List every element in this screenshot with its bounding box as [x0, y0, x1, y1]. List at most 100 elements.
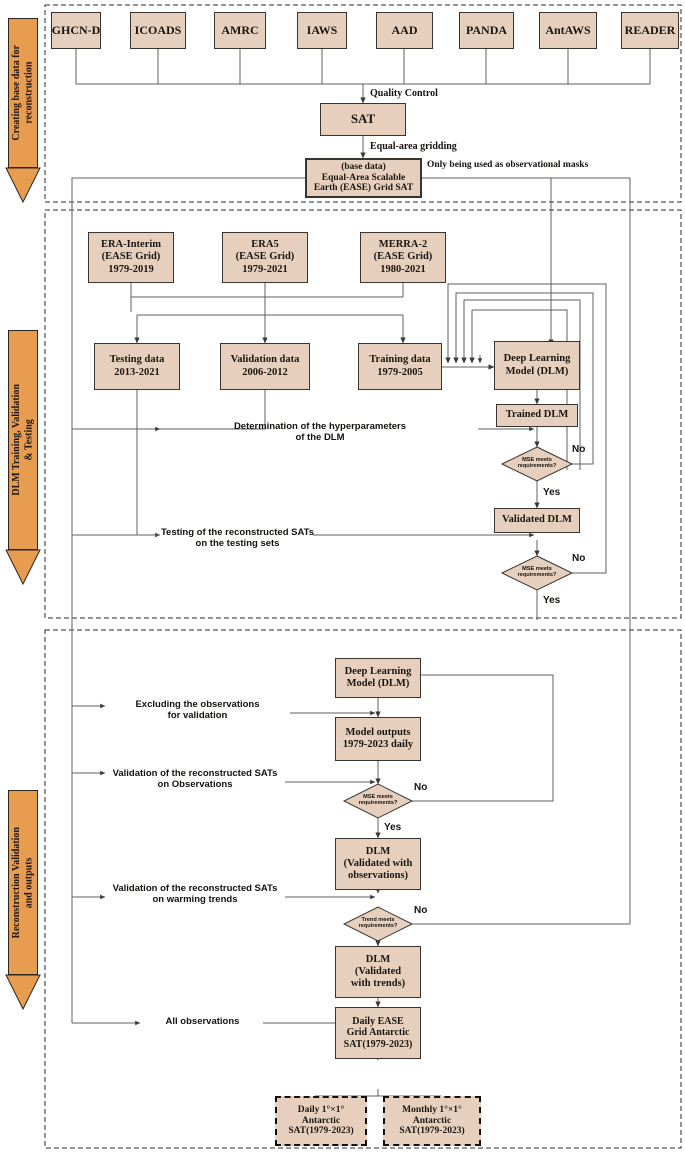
node-model-outputs[interactable]: Model outputs 1979-2023 daily: [335, 717, 421, 761]
training-data-line-1: Training data: [369, 354, 431, 366]
stage-label-1: Creating base data for reconstruction: [10, 45, 35, 141]
panel-section-2: [44, 209, 682, 619]
diamond-mse-2[interactable]: MSE meets requirements?: [502, 561, 572, 585]
panel-section-3: [44, 629, 682, 1149]
note-excluding-observations: Excluding the observations for validatio…: [105, 699, 290, 722]
dlm-recon-line-2: Model (DLM): [346, 678, 410, 689]
daily-ease-line-2: Grid Antarctic: [346, 1027, 410, 1039]
node-dlm-training[interactable]: Deep Learning Model (DLM): [494, 341, 580, 390]
diamond-mse-1[interactable]: MSE meets requirements?: [502, 452, 572, 476]
node-training-data[interactable]: Training data 1979-2005: [358, 343, 442, 390]
testing-data-line-2: 2013-2021: [114, 366, 160, 378]
node-output-monthly-1x1[interactable]: Monthly 1°×1° Antarctic SAT(1979-2023): [383, 1096, 481, 1146]
note-valid-trend-line-1: Validation of the reconstructed SATs: [112, 883, 278, 894]
monthly-1x1-line-3: SAT(1979-2023): [399, 1126, 465, 1137]
merra2-line-3: 1980-2021: [380, 263, 426, 275]
note-hyperparameters: Determination of the hyperparameters of …: [160, 421, 480, 444]
node-aad[interactable]: AAD: [376, 12, 433, 49]
node-aad-label: AAD: [391, 22, 418, 37]
node-trained-dlm[interactable]: Trained DLM: [496, 404, 578, 427]
label-no-1: No: [572, 444, 586, 455]
trained-dlm-label: Trained DLM: [505, 409, 569, 421]
dlm-obs-line-3: observations): [347, 870, 409, 882]
daily-1x1-line-3: SAT(1979-2023): [288, 1126, 354, 1137]
diamond-trend-line-2: requirements?: [358, 923, 398, 929]
node-validated-dlm[interactable]: Validated DLM: [494, 508, 580, 533]
model-outputs-line-2: 1979-2023 daily: [342, 739, 414, 750]
node-antaws[interactable]: AntAWS: [539, 12, 597, 49]
node-output-daily-1x1[interactable]: Daily 1°×1° Antarctic SAT(1979-2023): [275, 1096, 367, 1146]
edge-label-equal-area-gridding: Equal-area gridding: [370, 141, 457, 152]
label-yes-1: Yes: [543, 487, 561, 498]
merra2-line-1: MERRA-2: [378, 239, 428, 251]
node-dlm-reconstruction[interactable]: Deep Learning Model (DLM): [335, 658, 421, 698]
diamond-mse-2-line-1: MSE meets: [522, 566, 552, 573]
node-merra2[interactable]: MERRA-2 (EASE Grid) 1980-2021: [360, 232, 446, 283]
daily-1x1-line-1: Daily 1°×1°: [297, 1104, 345, 1115]
node-amrc-label: AMRC: [221, 22, 259, 37]
node-icoads[interactable]: ICOADS: [130, 12, 186, 49]
stage-label-2: DLM Training, Validation & Testing: [10, 384, 35, 496]
diamond-mse-observations[interactable]: MSE meets requirements?: [344, 790, 412, 812]
node-ghcnd-label: GHCN-D: [51, 22, 101, 37]
ease-line-2: Equal-Area Scalable: [321, 172, 406, 183]
dlm-training-line-1: Deep Learning: [503, 353, 571, 365]
node-era5[interactable]: ERA5 (EASE Grid) 1979-2021: [222, 232, 308, 283]
merra2-line-2: (EASE Grid): [373, 251, 433, 263]
node-iaws[interactable]: IAWS: [297, 12, 347, 49]
note-valid-obs-line-2: on Observations: [157, 779, 233, 791]
note-all-observations: All observations: [165, 1016, 240, 1027]
node-iaws-label: IAWS: [306, 22, 338, 37]
stage-creating-base-data: Creating base data for reconstruction: [8, 18, 38, 168]
node-icoads-label: ICOADS: [134, 22, 182, 37]
note-valid-trend-line-2: on warming trends: [152, 894, 238, 906]
ease-line-3: Earth (EASE) Grid SAT: [313, 183, 414, 194]
node-sat[interactable]: SAT: [320, 103, 406, 136]
node-dlm-validated-trends[interactable]: DLM (Validated with trends): [335, 946, 421, 998]
label-yes-2: Yes: [543, 595, 561, 606]
note-testing-sets-line-1: Testing of the reconstructed SATs: [160, 527, 315, 538]
dlm-obs-line-1: DLM: [365, 845, 391, 857]
stage-label-3: Reconstruction Validation and outputs: [10, 826, 35, 939]
stage-dlm-training: DLM Training, Validation & Testing: [8, 330, 38, 550]
dlm-recon-line-1: Deep Learning: [344, 665, 412, 677]
node-dlm-validated-observations[interactable]: DLM (Validated with observations): [335, 838, 421, 890]
testing-data-line-1: Testing data: [109, 354, 165, 366]
validation-data-line-1: Validation data: [230, 354, 300, 366]
era5-line-1: ERA5: [251, 239, 279, 251]
edge-label-quality-control: Quality Control: [370, 88, 438, 99]
dlm-trend-line-3: with trends): [350, 978, 406, 990]
node-ghcnd[interactable]: GHCN-D: [51, 12, 101, 49]
node-amrc[interactable]: AMRC: [214, 12, 266, 49]
training-data-line-2: 1979-2005: [377, 366, 423, 378]
node-daily-ease-grid-sat[interactable]: Daily EASE Grid Antarctic SAT(1979-2023): [335, 1007, 421, 1059]
node-testing-data[interactable]: Testing data 2013-2021: [94, 343, 180, 390]
monthly-1x1-line-1: Monthly 1°×1°: [402, 1104, 462, 1115]
era5-line-2: (EASE Grid): [235, 251, 295, 263]
diamond-mse-obs-line-2: requirements?: [358, 800, 398, 806]
diamond-mse-obs-line-1: MSE meets: [363, 794, 393, 801]
diamond-trend-requirements[interactable]: Trend meets requirements?: [344, 913, 412, 935]
note-testing-sets-line-2: on the testing sets: [195, 538, 280, 550]
dlm-trend-line-1: DLM: [365, 953, 391, 965]
label-no-4: No: [414, 905, 428, 916]
node-validation-data[interactable]: Validation data 2006-2012: [220, 343, 310, 390]
node-panda-label: PANDA: [465, 22, 508, 37]
diamond-trend-line-1: Trend meets: [361, 917, 395, 924]
model-outputs-line-1: Model outputs: [345, 726, 411, 738]
dlm-obs-line-2: (Validated with: [343, 857, 413, 869]
note-validation-observations: Validation of the reconstructed SATs on …: [105, 768, 285, 791]
label-yes-3: Yes: [384, 822, 402, 833]
era-interim-line-3: 1979-2019: [108, 263, 154, 275]
node-reader[interactable]: READER: [621, 12, 679, 49]
node-panda[interactable]: PANDA: [459, 12, 514, 49]
validation-data-line-2: 2006-2012: [242, 366, 288, 378]
node-ease-grid-sat[interactable]: (base data) Equal-Area Scalable Earth (E…: [305, 158, 422, 198]
note-testing-sets: Testing of the reconstructed SATs on the…: [160, 527, 315, 550]
node-era-interim[interactable]: ERA-Interim (EASE Grid) 1979-2019: [88, 232, 174, 283]
validated-dlm-label: Validated DLM: [502, 514, 572, 526]
diamond-mse-1-line-1: MSE meets: [522, 457, 552, 464]
label-no-3: No: [414, 782, 428, 793]
ease-line-1: (base data): [341, 161, 386, 172]
